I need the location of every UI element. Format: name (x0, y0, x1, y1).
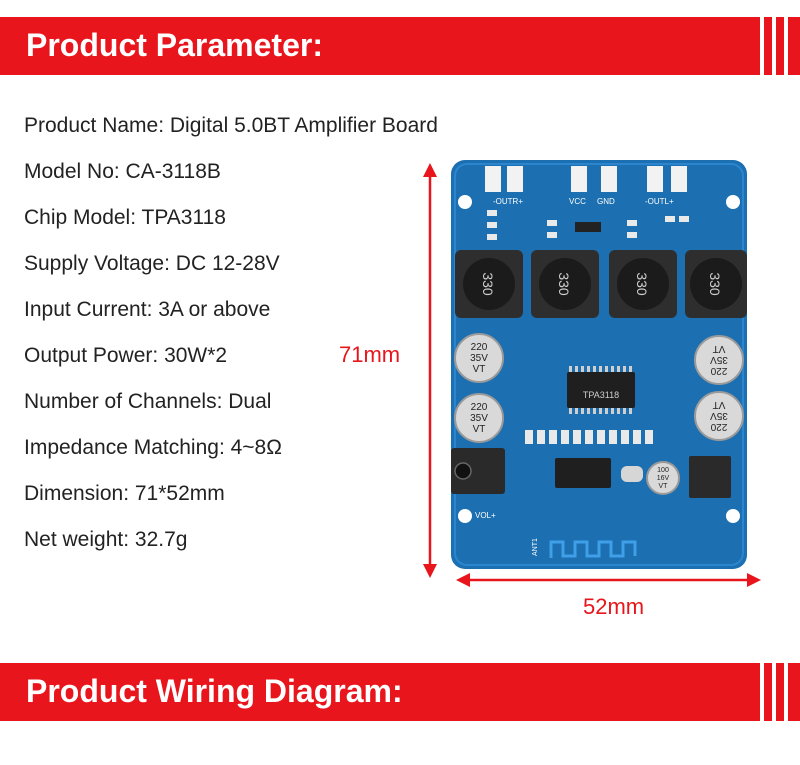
parameter-list: Product Name: Digital 5.0BT Amplifier Bo… (24, 106, 438, 566)
smd-components (487, 210, 689, 240)
product-parameter-title: Product Parameter: (26, 27, 323, 63)
svg-text:330: 330 (707, 272, 723, 296)
pcb-antenna (549, 540, 637, 558)
capacitor-left: 220 35V VT (454, 393, 504, 443)
vcc-label: VCC (569, 197, 586, 206)
width-dimension-arrow (456, 573, 761, 587)
resistor-row (525, 430, 653, 444)
svg-text:330: 330 (480, 272, 496, 296)
capacitor-small: 100 16V VT (646, 461, 680, 495)
svg-text:35V: 35V (710, 354, 728, 365)
inductor: 330 (531, 250, 599, 318)
svg-text:220: 220 (471, 402, 488, 413)
height-dimension-label: 71mm (339, 342, 401, 367)
param-impedance: Impedance Matching: 4~8Ω (24, 436, 282, 459)
banner-decoration (772, 663, 776, 721)
param-chip-model: Chip Model: TPA3118 (24, 206, 226, 229)
product-parameter-banner: Product Parameter: (0, 17, 800, 75)
param-supply-voltage: Supply Voltage: DC 12-28V (24, 252, 280, 275)
svg-text:VT: VT (713, 343, 726, 354)
crystal-oscillator (621, 466, 643, 482)
svg-text:330: 330 (556, 272, 572, 296)
param-net-weight: Net weight: 32.7g (24, 528, 188, 551)
antenna-label: ANT1 (532, 538, 539, 556)
inductor: 330 (685, 250, 747, 318)
out-right-label: -OUTR+ (493, 197, 523, 206)
voltage-regulator (689, 456, 731, 498)
product-wiring-title: Product Wiring Diagram: (26, 673, 403, 709)
gnd-label: GND (597, 197, 615, 206)
inductor: 330 (609, 250, 677, 318)
banner-decoration (784, 17, 788, 75)
svg-text:100: 100 (657, 467, 669, 474)
audio-jack (451, 448, 505, 494)
banner-decoration (760, 663, 764, 721)
svg-text:35V: 35V (470, 413, 488, 424)
mounting-hole (458, 509, 472, 523)
mounting-hole (726, 195, 740, 209)
vol-label: VOL+ (475, 511, 496, 520)
svg-text:VT: VT (473, 424, 486, 435)
svg-text:330: 330 (634, 272, 650, 296)
svg-text:VT: VT (473, 364, 486, 375)
svg-text:VT: VT (659, 483, 669, 490)
param-dimension: Dimension: 71*52mm (24, 482, 225, 505)
capacitor-right: 220 35V VT (694, 335, 744, 385)
bluetooth-chip (555, 458, 611, 488)
mounting-hole (458, 195, 472, 209)
width-dimension-label: 52mm (583, 594, 645, 619)
amplifier-chip: TPA3118 (567, 366, 635, 414)
svg-text:VT: VT (713, 399, 726, 410)
param-model-no: Model No: CA-3118B (24, 160, 221, 183)
diode (575, 222, 601, 232)
capacitor-left: 220 35V VT (454, 333, 504, 383)
param-channels: Number of Channels: Dual (24, 390, 272, 413)
banner-decoration (760, 17, 764, 75)
svg-text:35V: 35V (470, 353, 488, 364)
svg-text:220: 220 (710, 421, 727, 432)
svg-text:220: 220 (471, 342, 488, 353)
param-input-current: Input Current: 3A or above (24, 298, 271, 321)
banner-decoration (772, 17, 776, 75)
terminal-pads (485, 166, 687, 192)
amplifier-board-image: -OUTR+ VCC GND -OUTL+ 330 330 330 330 22… (451, 160, 747, 569)
capacitor-right: 220 35V VT (694, 391, 744, 441)
svg-text:16V: 16V (657, 475, 670, 482)
out-left-label: -OUTL+ (645, 197, 674, 206)
product-wiring-banner: Product Wiring Diagram: (0, 663, 800, 721)
param-output-power: Output Power: 30W*2 (24, 344, 228, 367)
svg-text:TPA3118: TPA3118 (583, 390, 619, 400)
svg-text:220: 220 (710, 365, 727, 376)
param-product-name: Product Name: Digital 5.0BT Amplifier Bo… (24, 114, 438, 137)
height-dimension-arrow (423, 163, 437, 578)
inductor: 330 (455, 250, 523, 318)
svg-text:35V: 35V (710, 410, 728, 421)
mounting-hole (726, 509, 740, 523)
banner-decoration (784, 663, 788, 721)
